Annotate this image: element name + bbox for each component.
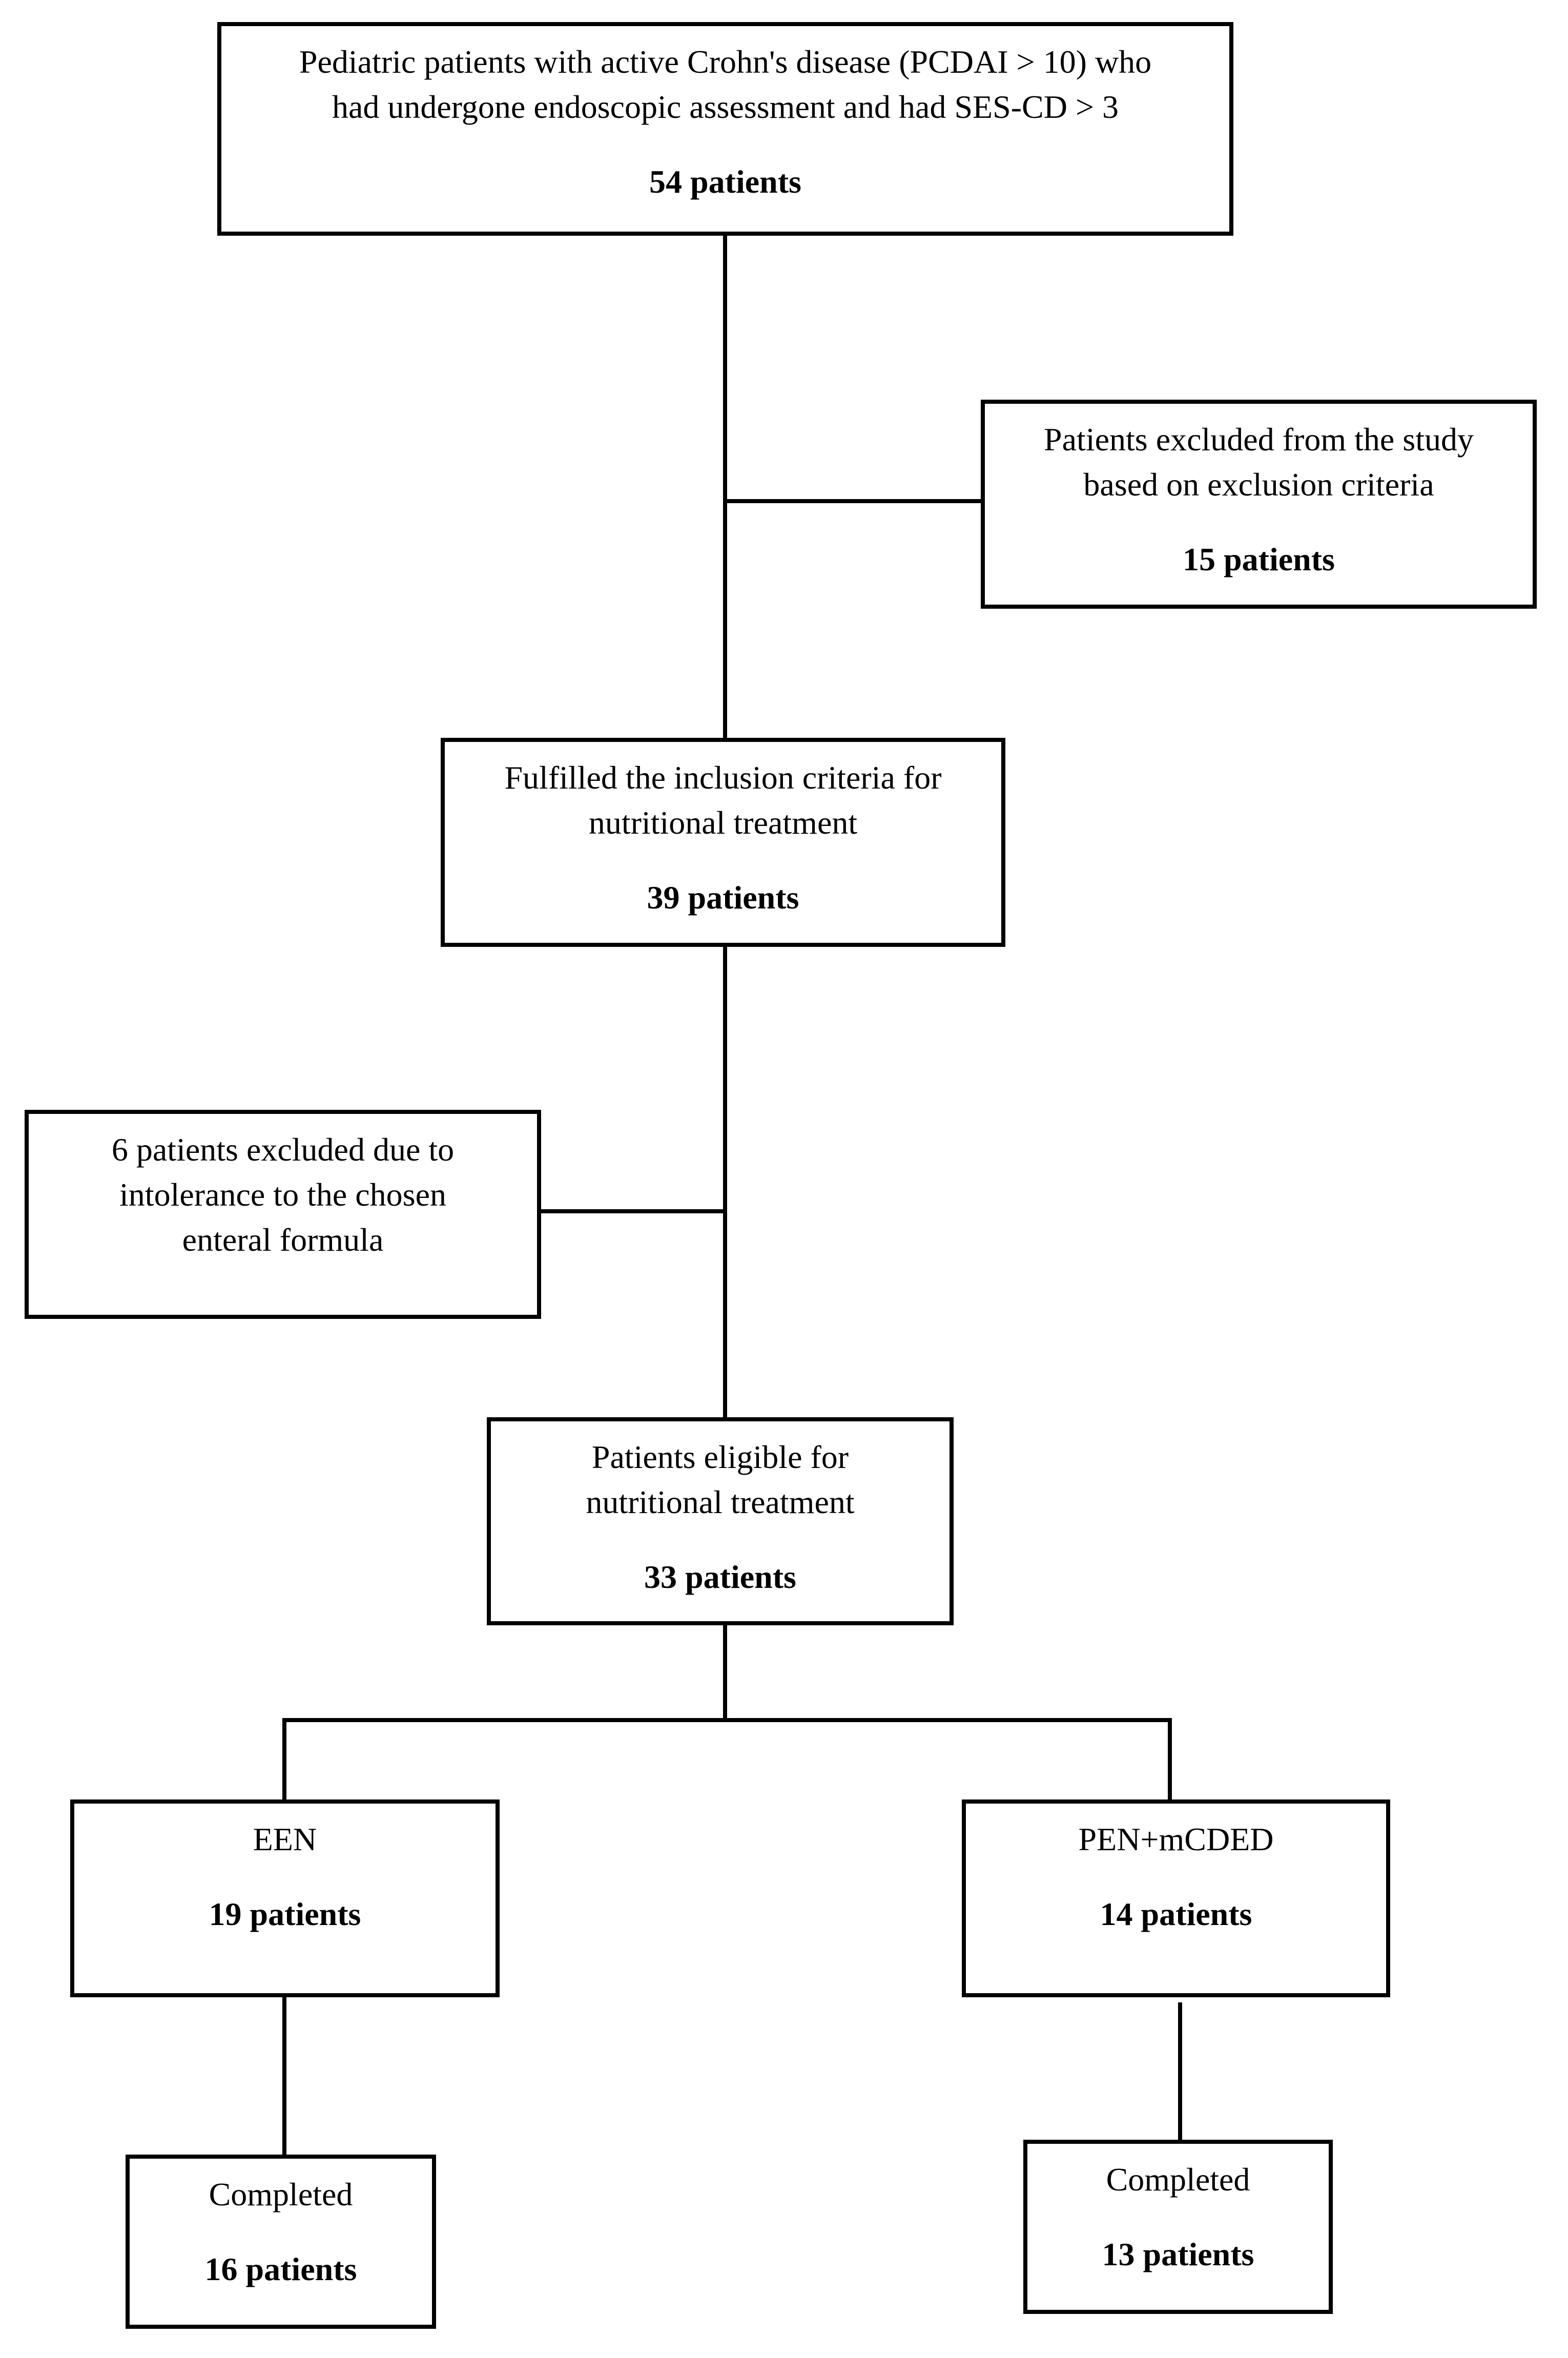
text-line: PEN+mCDED: [1078, 1821, 1274, 1857]
text-line: 6 patients excluded due to: [111, 1131, 455, 1168]
box-pen-completed-text: Completed: [1027, 2157, 1329, 2202]
text-line: EEN: [253, 1821, 317, 1857]
box-pen-mcded: PEN+mCDED 14 patients: [962, 1799, 1390, 1997]
box-een-count: 19 patients: [209, 1896, 361, 1932]
text-line: Fulfilled the inclusion criteria for: [504, 759, 942, 796]
text-line: Completed: [209, 2176, 353, 2212]
box-eligible-count: 33 patients: [644, 1559, 796, 1595]
box-intolerance-excluded: 6 patients excluded due to intolerance t…: [25, 1110, 541, 1319]
box-intolerance-text: 6 patients excluded due to intolerance t…: [29, 1127, 537, 1263]
box-excluded-criteria-text: Patients excluded from the study based o…: [985, 417, 1533, 507]
text-line: based on exclusion criteria: [1083, 466, 1434, 503]
box-pen-completed-count: 13 patients: [1102, 2236, 1254, 2272]
box-inclusion-count: 39 patients: [647, 879, 799, 916]
text-line: intolerance to the chosen: [119, 1176, 446, 1213]
box-inclusion-criteria: Fulfilled the inclusion criteria for nut…: [441, 738, 1005, 947]
box-pen-text: PEN+mCDED: [966, 1817, 1386, 1862]
box-pen-count: 14 patients: [1100, 1896, 1252, 1932]
box-een-completed-count: 16 patients: [204, 2251, 357, 2287]
text-line: had undergone endoscopic assessment and …: [332, 89, 1119, 125]
box-een-completed-text: Completed: [130, 2172, 432, 2217]
box-excluded-criteria-count: 15 patients: [1183, 541, 1335, 577]
box-inclusion-text: Fulfilled the inclusion criteria for nut…: [445, 755, 1001, 845]
text-line: enteral formula: [182, 1222, 384, 1258]
text-line: Completed: [1106, 2161, 1250, 2198]
box-eligible-text: Patients eligible for nutritional treatm…: [491, 1435, 950, 1525]
box-excluded-criteria: Patients excluded from the study based o…: [981, 400, 1537, 609]
box-screened-patients: Pediatric patients with active Crohn's d…: [217, 22, 1233, 236]
text-line: nutritional treatment: [586, 1484, 855, 1520]
text-line: nutritional treatment: [588, 804, 858, 841]
box-een-completed: Completed 16 patients: [126, 2155, 436, 2329]
box-screened-text: Pediatric patients with active Crohn's d…: [221, 39, 1229, 130]
box-een-text: EEN: [74, 1817, 496, 1862]
text-line: Patients excluded from the study: [1044, 421, 1474, 458]
text-line: Patients eligible for: [591, 1439, 849, 1475]
box-pen-completed: Completed 13 patients: [1023, 2140, 1333, 2314]
box-screened-count: 54 patients: [649, 163, 801, 200]
box-een: EEN 19 patients: [70, 1799, 500, 1997]
text-line: Pediatric patients with active Crohn's d…: [299, 44, 1152, 80]
box-eligible-patients: Patients eligible for nutritional treatm…: [487, 1417, 954, 1625]
